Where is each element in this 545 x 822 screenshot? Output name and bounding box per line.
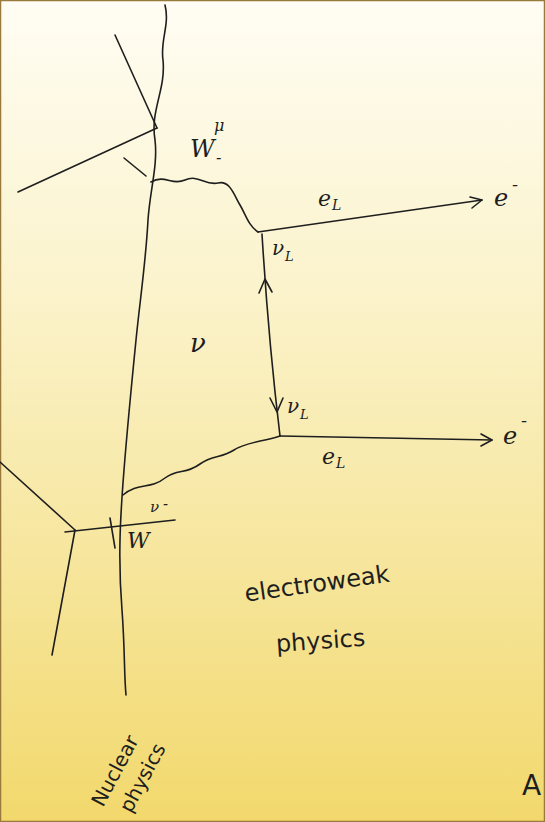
- w-boson-line: [151, 178, 258, 232]
- arrowhead: [481, 434, 492, 446]
- particle-symbol: ν: [287, 396, 299, 416]
- nucleon-line: [18, 128, 157, 192]
- fragment-letter: A: [522, 772, 541, 800]
- superscript: ν: [150, 500, 159, 515]
- nucleus-line: [120, 5, 167, 695]
- particle-symbol: ν: [190, 330, 206, 356]
- particle-symbol: ν: [272, 238, 284, 258]
- particle-symbol: W: [190, 137, 215, 161]
- subscript: -: [216, 150, 221, 166]
- nucleon-line: [110, 518, 115, 548]
- arrowhead: [470, 197, 482, 208]
- subscript: L: [300, 408, 309, 421]
- particle-symbol: e: [494, 186, 508, 210]
- electron-line: [280, 436, 492, 440]
- nucleon-line: [52, 530, 75, 655]
- superscript: -: [512, 176, 518, 194]
- superscript: μ: [214, 118, 224, 134]
- region-label: physics: [275, 626, 366, 656]
- particle-symbol: e: [322, 446, 335, 468]
- w-boson-line: [123, 436, 280, 495]
- superscript: -: [521, 412, 527, 430]
- particle-symbol: W: [127, 530, 150, 552]
- neutrino-line: [262, 234, 280, 436]
- subscript: L: [336, 456, 345, 470]
- region-label: electroweak: [243, 562, 391, 606]
- nucleon-line: [0, 462, 75, 530]
- superscript: -: [163, 497, 168, 512]
- subscript: L: [285, 250, 294, 263]
- particle-symbol: e: [503, 424, 517, 448]
- arrowhead: [270, 398, 283, 412]
- nucleon-line: [65, 520, 175, 532]
- nucleon-line: [115, 35, 157, 128]
- subscript: L: [332, 198, 341, 212]
- electron-line: [258, 200, 482, 232]
- particle-symbol: e: [318, 188, 331, 210]
- arrowhead: [259, 279, 272, 293]
- nucleon-line: [124, 158, 146, 176]
